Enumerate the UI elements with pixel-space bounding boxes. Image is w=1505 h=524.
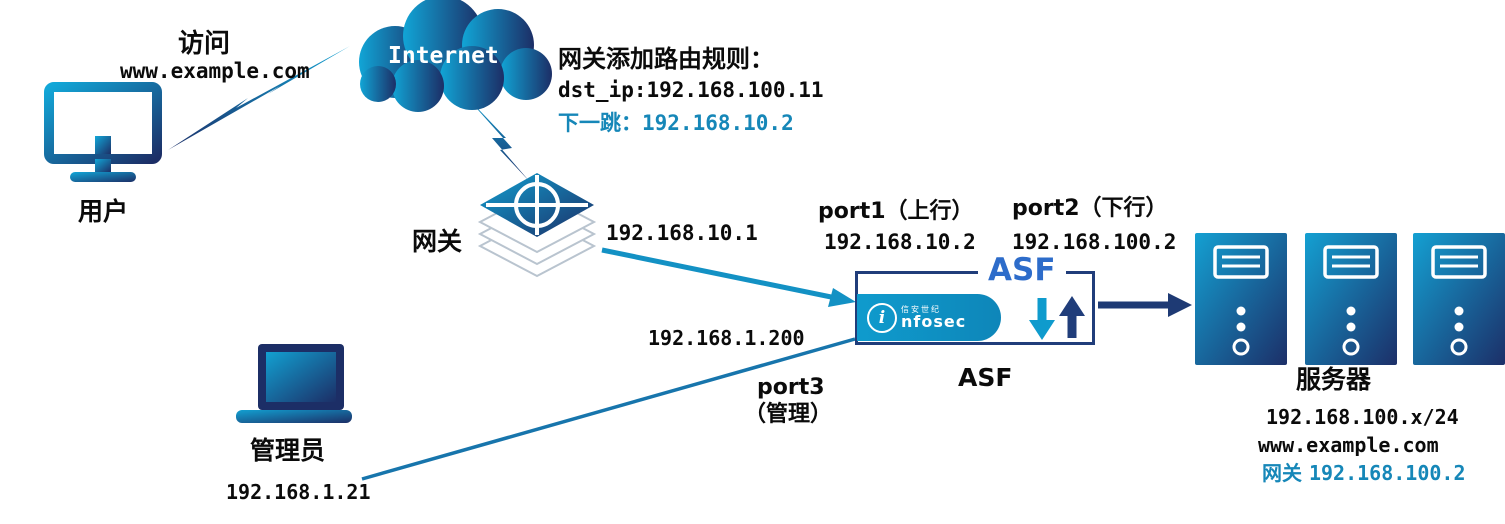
user-label: 用户 bbox=[78, 197, 129, 226]
port3-ip: 192.168.1.200 bbox=[648, 326, 805, 350]
next-hop-ip: 192.168.10.2 bbox=[642, 111, 794, 135]
port3-sub-label: （管理） bbox=[744, 402, 833, 427]
access-action-label: 访问 bbox=[178, 29, 231, 59]
port1-label: port1（上行） bbox=[818, 199, 974, 224]
arrowhead-gateway-asf bbox=[828, 288, 856, 307]
link-admin-asf bbox=[361, 337, 856, 481]
infosec-logo-cn: 信安世纪 bbox=[901, 304, 941, 314]
servers-domain: www.example.com bbox=[1258, 433, 1439, 457]
internet-label: Internet bbox=[388, 43, 499, 69]
port3-label: port3 bbox=[757, 375, 825, 400]
gateway-router-icon bbox=[477, 173, 597, 278]
admin-ip: 192.168.1.21 bbox=[226, 480, 371, 504]
servers-label: 服务器 bbox=[1296, 365, 1372, 394]
infosec-logo-en: nfosec bbox=[901, 311, 967, 331]
route-rule-title: 网关添加路由规则： bbox=[558, 45, 774, 73]
asf-traffic-arrows-icon bbox=[1029, 296, 1085, 340]
link-gateway-asf bbox=[601, 247, 837, 301]
server-icon-2 bbox=[1305, 233, 1397, 365]
asf-logo-pill: i 信安世纪 nfosec bbox=[857, 294, 1001, 341]
admin-laptop-icon bbox=[236, 344, 352, 423]
route-rule-dst: dst_ip:192.168.100.11 bbox=[558, 78, 824, 102]
route-rule-next-hop: 下一跳：192.168.10.2 bbox=[558, 111, 794, 135]
server-icon-3 bbox=[1413, 233, 1505, 365]
servers-gateway-ip: 192.168.100.2 bbox=[1308, 461, 1466, 485]
server-rack-icons bbox=[1195, 233, 1505, 365]
asf-title: ASF bbox=[978, 252, 1066, 288]
port2-ip: 192.168.100.2 bbox=[1012, 230, 1177, 254]
servers-gateway-label: 网关 bbox=[1262, 461, 1302, 485]
internet-cloud-icon bbox=[359, 0, 552, 112]
next-hop-label: 下一跳： bbox=[558, 111, 642, 135]
port2-label: port2（下行） bbox=[1012, 196, 1168, 221]
servers-subnet: 192.168.100.x/24 bbox=[1266, 405, 1459, 429]
access-target-url: www.example.com bbox=[120, 59, 310, 83]
user-monitor-icon bbox=[44, 82, 162, 182]
server-icon-1 bbox=[1195, 233, 1287, 365]
asf-caption: ASF bbox=[958, 363, 1013, 392]
infosec-logo-icon: i bbox=[867, 302, 897, 333]
arrowhead-asf-servers bbox=[1168, 293, 1192, 317]
port1-ip: 192.168.10.2 bbox=[824, 230, 976, 254]
gateway-label: 网关 bbox=[412, 227, 463, 256]
lightning-user-internet bbox=[168, 46, 350, 150]
servers-gateway-line: 网关 192.168.100.2 bbox=[1262, 462, 1466, 484]
gateway-link-ip: 192.168.10.1 bbox=[606, 221, 758, 245]
admin-label: 管理员 bbox=[250, 436, 326, 465]
